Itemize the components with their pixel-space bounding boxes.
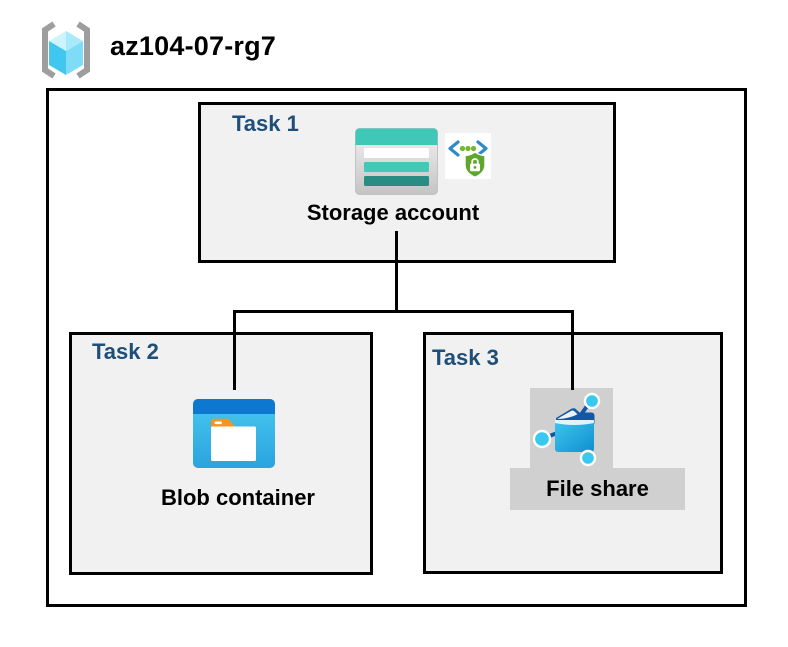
connector-line-storage-stem: [395, 231, 398, 313]
task1-box: Task 1 Storage: [198, 102, 616, 263]
file-share-icon: [532, 392, 601, 467]
blob-container-icon: [193, 399, 275, 468]
connector-line-to-fileshare: [571, 310, 574, 390]
resource-group-icon: [42, 21, 90, 79]
file-share-caption: File share: [546, 476, 649, 501]
connector-line-branch: [233, 310, 574, 313]
task1-label: Task 1: [232, 111, 299, 136]
storage-account-icon: [355, 128, 438, 195]
storage-account-caption: Storage account: [306, 200, 480, 225]
task2-box: Task 2 Blob container: [69, 332, 373, 575]
resource-group-name: az104-07-rg7: [110, 31, 276, 61]
file-share-icon-background: [530, 388, 613, 468]
secure-endpoint-shield-icon: [445, 133, 491, 179]
task3-label: Task 3: [432, 345, 499, 370]
file-share-caption-band: File share: [510, 468, 685, 510]
blob-container-caption: Blob container: [160, 485, 315, 510]
connector-line-to-blob: [233, 310, 236, 390]
task2-label: Task 2: [92, 339, 159, 364]
